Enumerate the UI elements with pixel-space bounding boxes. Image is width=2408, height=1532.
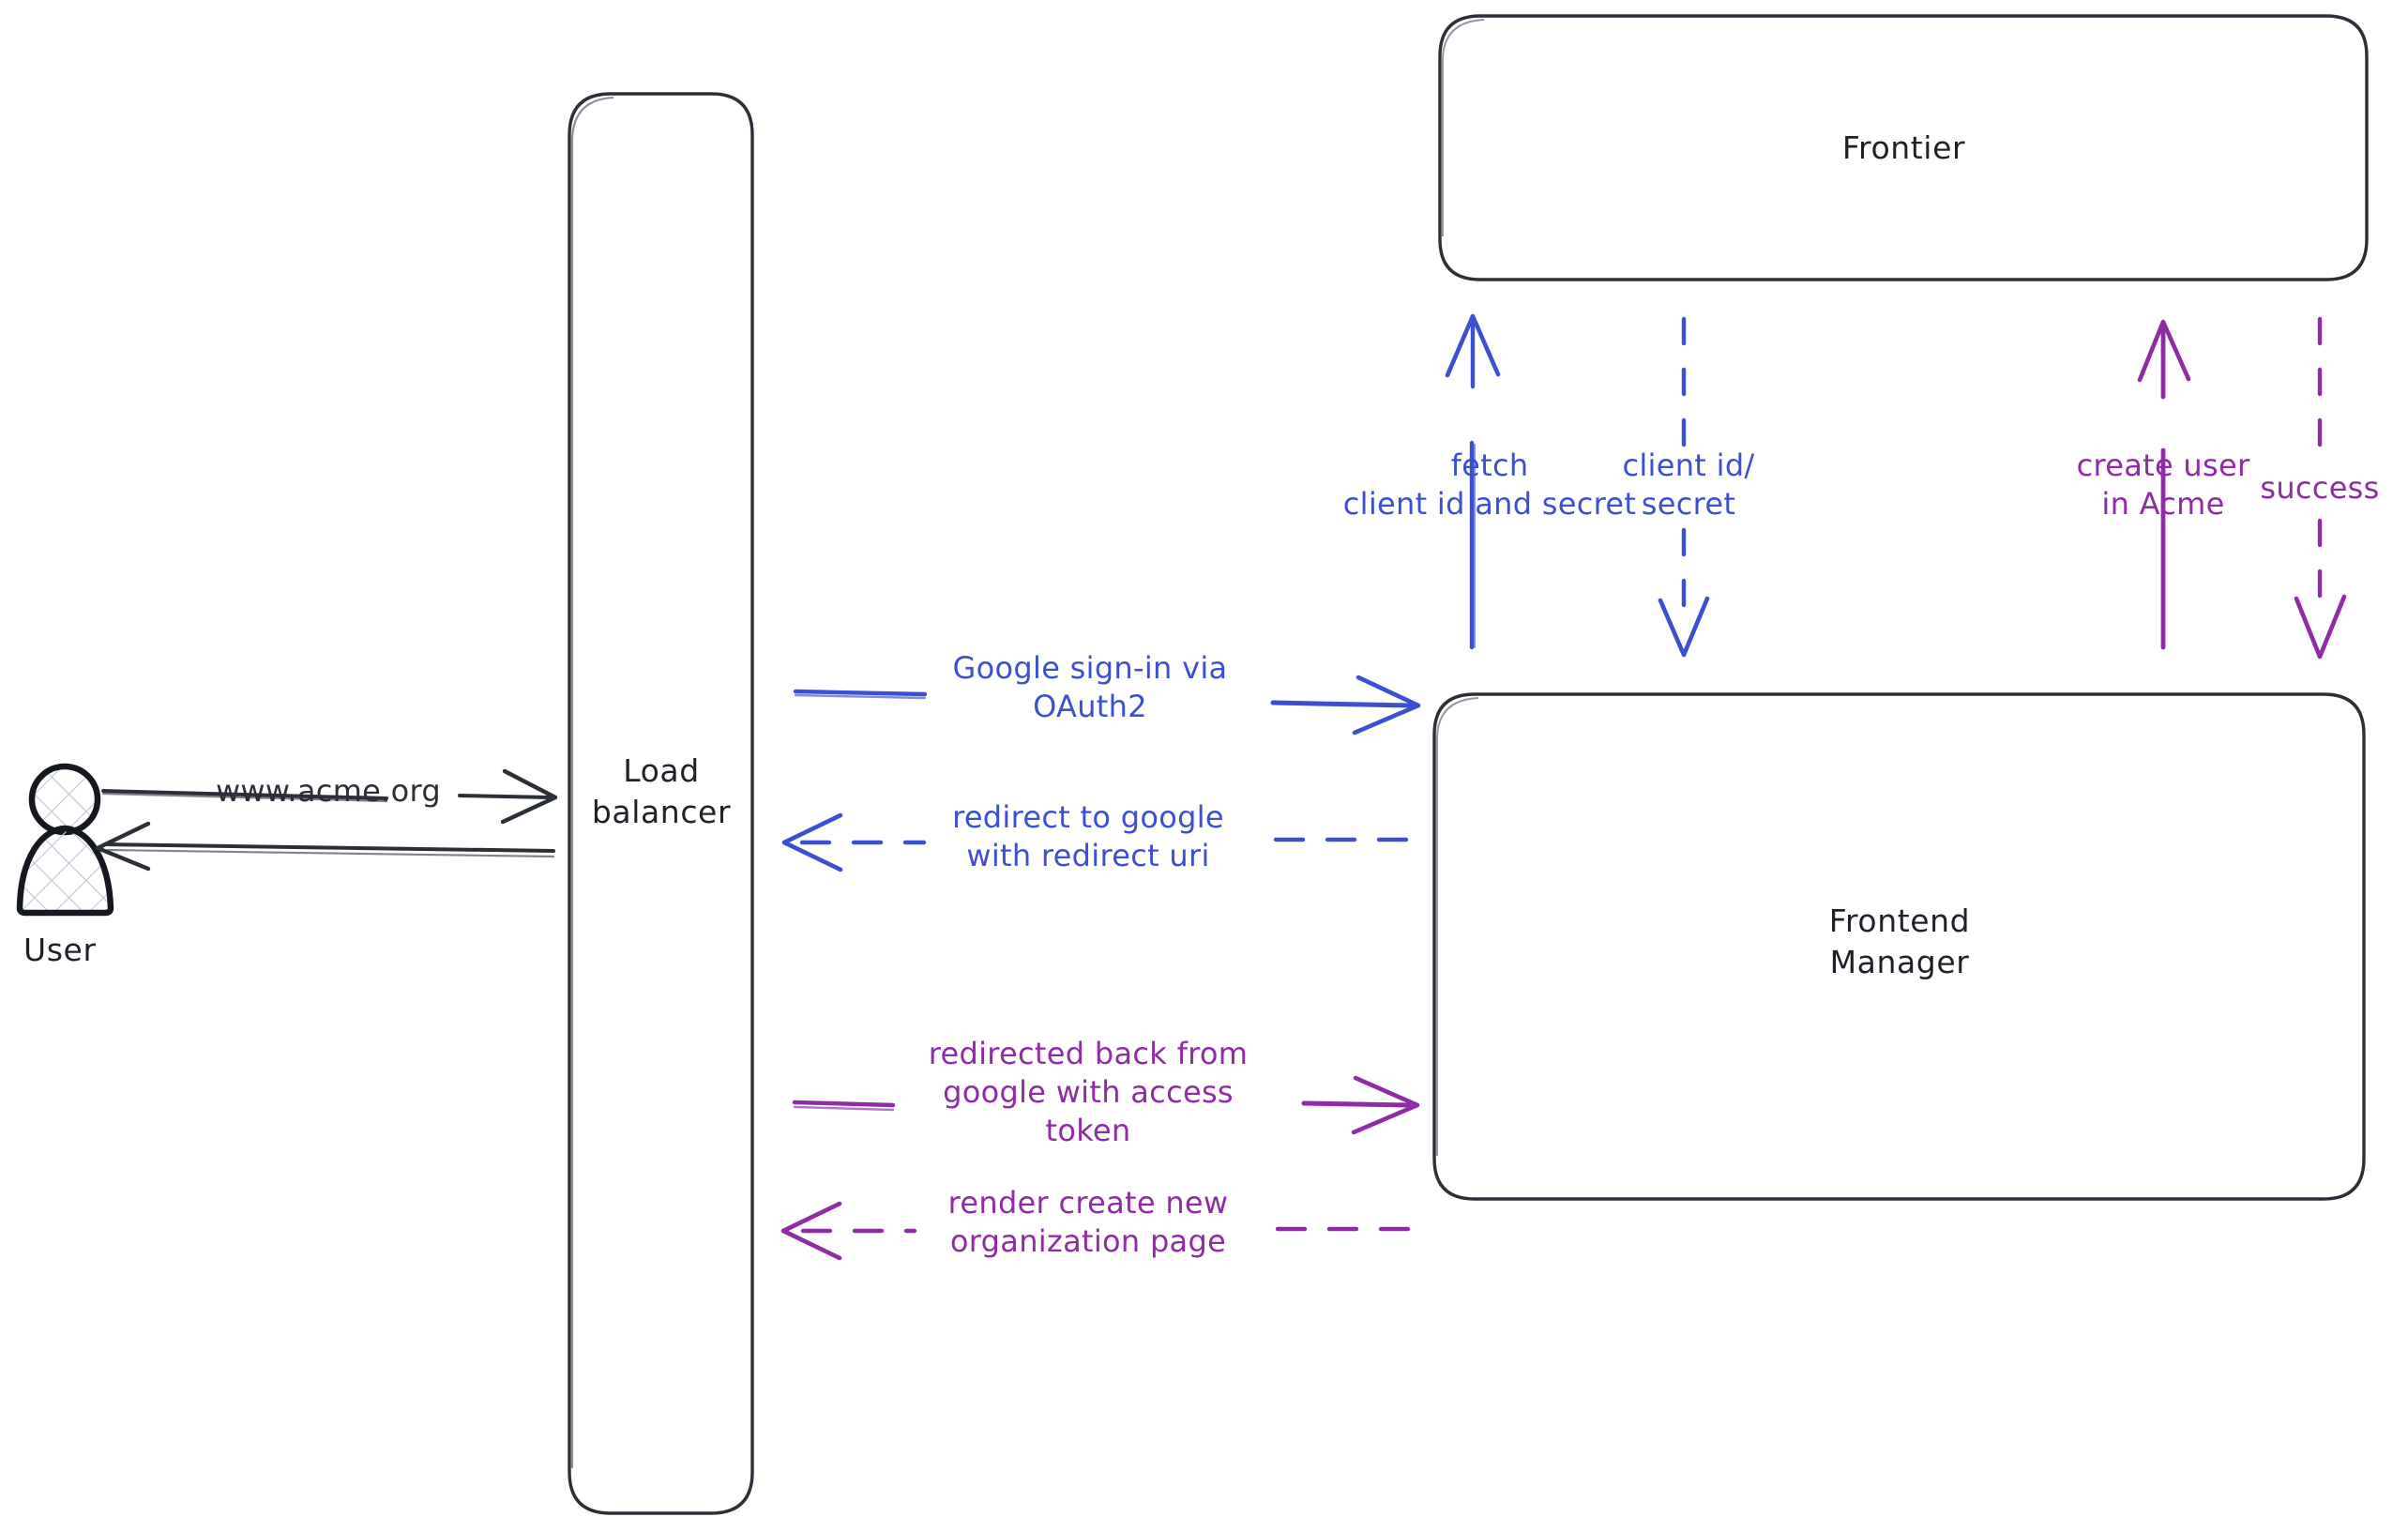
edge-fm-to-lb-redirect: [781, 812, 1412, 872]
edge-label-lb-to-fm-signin: Google sign-in via OAuth2: [952, 650, 1228, 724]
edge-lb-to-fm-token: [792, 1075, 1420, 1135]
edge-fm-to-frontier-create: [2137, 319, 2191, 650]
edge-label-fm-to-lb-render: render create new organization page: [947, 1185, 1229, 1259]
edge-lb-to-user: [95, 821, 555, 872]
node-load-balancer[interactable]: [568, 92, 754, 1515]
person-icon: [16, 763, 114, 917]
edge-fm-to-frontier-fetch: [1445, 313, 1501, 650]
edge-frontier-to-fm-secret: [1658, 316, 1710, 658]
actor-caption-user: User: [23, 932, 97, 968]
edge-label-fm-to-lb-redirect: redirect to google with redirect uri: [952, 799, 1224, 873]
node-frontend-manager[interactable]: [1432, 692, 2366, 1201]
edge-lb-to-fm-signin: [793, 675, 1421, 736]
edge-label-frontier-to-fm-secret: client id/ secret: [1622, 447, 1755, 522]
node-frontier[interactable]: [1438, 14, 2369, 281]
edge-label-fm-to-frontier-fetch: fetch client id and secret: [1342, 447, 1637, 522]
edge-fm-to-lb-render: [780, 1201, 1413, 1261]
edge-frontier-to-fm-success: [2294, 316, 2347, 660]
edge-label-fm-to-frontier-create: create user in Acme: [2076, 447, 2250, 522]
edge-user-to-lb: [101, 768, 558, 825]
edge-label-user-to-lb: www.acme.org: [215, 773, 442, 809]
edge-label-lb-to-fm-token: redirected back from google with access …: [928, 1036, 1249, 1148]
edge-label-frontier-to-fm-success: success: [2260, 470, 2380, 506]
